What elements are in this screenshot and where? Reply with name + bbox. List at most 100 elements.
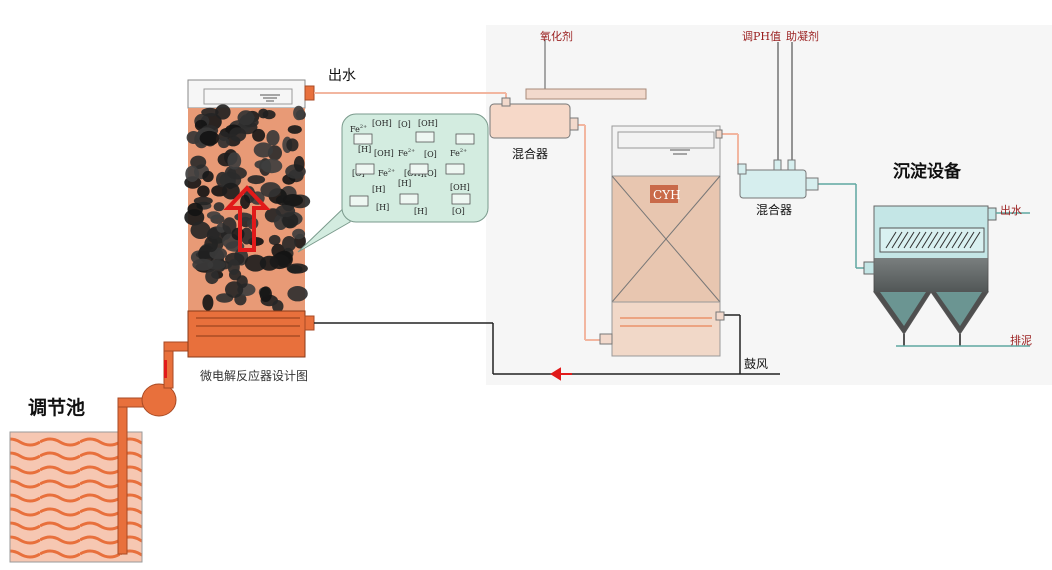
- pebble: [197, 185, 210, 198]
- pebble: [293, 156, 305, 172]
- pebble: [202, 294, 214, 311]
- pebble: [272, 300, 284, 313]
- mixer-right-label: 混合器: [756, 202, 792, 217]
- pebble: [213, 202, 225, 212]
- pebble: [282, 194, 303, 207]
- pebble: [229, 127, 247, 142]
- pebble: [227, 166, 247, 180]
- electrode-cell: [445, 163, 465, 175]
- pebble: [252, 128, 266, 142]
- pebble: [237, 110, 255, 126]
- ion-label: [H]: [376, 203, 389, 212]
- reaction-callout: Fe2+[OH][O][OH][H][OH]Fe2+[O]Fe2+[O][H]F…: [297, 113, 489, 253]
- pebble: [247, 175, 266, 185]
- electrode-cell: [399, 193, 419, 205]
- ion-labels: Fe2+[OH][O][OH][H][OH]Fe2+[O]Fe2+[O][H]F…: [349, 119, 475, 216]
- pebble: [185, 165, 200, 182]
- upflow-arrow: [223, 185, 271, 252]
- pebble: [258, 108, 269, 119]
- sedimentation-equipment: 沉淀设备 出水 排泥: [863, 161, 1032, 347]
- electrode-cell: [415, 131, 435, 143]
- ion-label: Fe2+: [450, 148, 467, 158]
- coagulant-aid-label: 助凝剂: [786, 29, 819, 43]
- pebble: [234, 212, 253, 222]
- pebble: [253, 142, 274, 158]
- aeration-label: 鼓风: [744, 357, 768, 371]
- sedimentation-label: 沉淀设备: [893, 161, 962, 182]
- pump-icon: [141, 383, 177, 417]
- inclined-plates: [885, 231, 981, 249]
- pebble: [199, 130, 220, 146]
- pebble: [201, 107, 219, 117]
- electrode-cell: [353, 133, 373, 145]
- pebble: [205, 269, 219, 285]
- pebble: [204, 236, 218, 253]
- pebble: [208, 228, 220, 240]
- pebble: [187, 202, 203, 217]
- pebble: [244, 254, 267, 272]
- flow-arrow-small: [164, 360, 167, 378]
- pebble: [286, 263, 308, 274]
- cyh-reactor: CYH: [599, 125, 725, 357]
- pebble: [222, 217, 237, 234]
- electrode-cell: [349, 195, 369, 207]
- ion-label: Fe2+: [398, 148, 415, 158]
- ion-label: [OH]: [450, 183, 470, 192]
- ion-label: Fe2+: [378, 168, 395, 178]
- electrode-cell: [455, 133, 475, 145]
- pebble: [206, 211, 221, 220]
- oxidant-label: 氧化剂: [540, 29, 573, 43]
- mixer-right: 混合器 调PH值 助凝剂: [737, 29, 819, 217]
- adjust-ph-label: 调PH值: [742, 30, 781, 43]
- pebble: [193, 196, 213, 206]
- pebble: [260, 182, 281, 198]
- pebble: [286, 138, 299, 152]
- pebble: [287, 286, 308, 302]
- electrode-cell: [451, 193, 471, 205]
- pebble: [227, 152, 242, 170]
- ion-label: [O]: [398, 120, 411, 129]
- ion-label: [O]: [452, 207, 465, 216]
- pebble: [225, 281, 244, 298]
- pebble: [259, 286, 272, 303]
- pebble: [275, 204, 296, 218]
- micro-electrolysis-reactor: 出水 微电解反应器设计图: [184, 68, 356, 383]
- pebble: [287, 125, 302, 134]
- pebble: [259, 255, 279, 271]
- sludge-discharge-label: 排泥: [1010, 333, 1032, 347]
- ion-label: [OH]: [418, 119, 438, 128]
- pebble: [293, 105, 305, 121]
- pebble: [190, 221, 211, 239]
- ion-label: [O]: [424, 150, 437, 159]
- pebble: [227, 259, 240, 275]
- pebble: [192, 258, 214, 271]
- ion-label: [H]: [372, 185, 385, 194]
- pebble: [190, 155, 207, 169]
- iron-carbon-fill: [184, 104, 311, 313]
- pebble: [202, 170, 214, 183]
- ion-label: [OH]: [374, 149, 394, 158]
- ion-label: Fe2+: [350, 124, 367, 134]
- aeration-arrow: [550, 367, 572, 381]
- cyh-label: CYH: [653, 188, 681, 202]
- ion-label: [H]: [358, 145, 371, 154]
- electrode-cell: [409, 163, 429, 175]
- electrode-cell: [355, 163, 375, 175]
- ion-label: [H]: [414, 207, 427, 216]
- ion-label: [H]: [398, 179, 411, 188]
- pebble: [215, 104, 231, 120]
- ion-label: [O]: [424, 169, 437, 178]
- discharge-water-label: 出水: [1000, 203, 1022, 217]
- outlet-water-label: 出水: [328, 68, 356, 84]
- pebble: [222, 182, 240, 200]
- pebble: [261, 158, 283, 174]
- pebble: [218, 137, 230, 149]
- pebble: [282, 236, 297, 252]
- pebble: [292, 228, 306, 240]
- mixer-top: 混合器 氧化剂: [489, 29, 579, 161]
- mixer-top-label: 混合器: [512, 146, 548, 161]
- reactor-caption: 微电解反应器设计图: [200, 368, 308, 383]
- regulating-tank-label: 调节池: [28, 396, 85, 419]
- pebble: [266, 130, 280, 146]
- pump-assembly: [117, 341, 191, 555]
